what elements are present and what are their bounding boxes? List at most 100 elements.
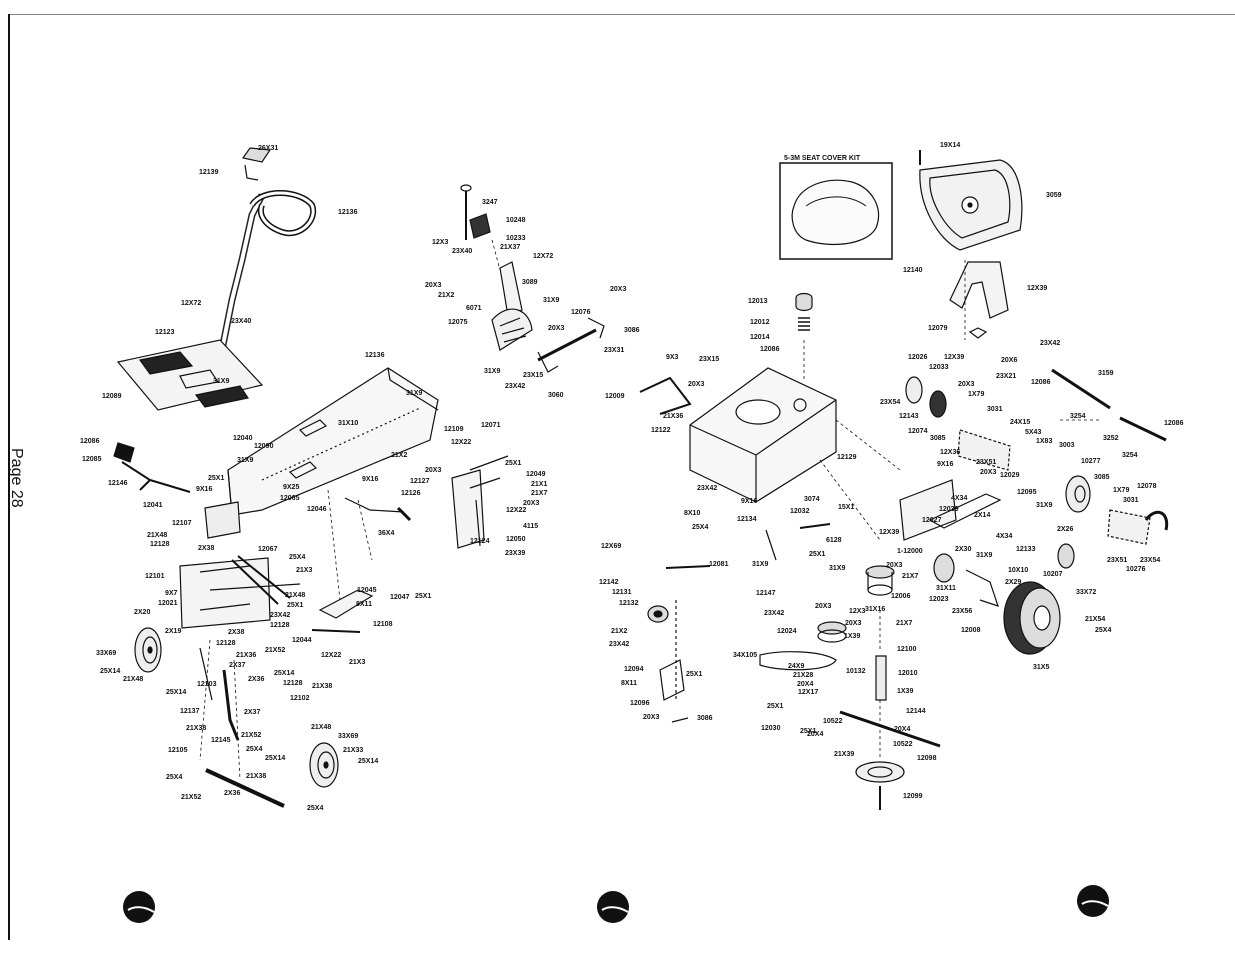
part-callout-20x3: 20X3	[425, 282, 441, 289]
part-callout-2x26: 2X26	[1057, 526, 1073, 533]
part-callout-31x5: 31X5	[1033, 664, 1049, 671]
part-callout-23x15: 23X15	[523, 372, 543, 379]
part-callout-25x14: 25X14	[166, 689, 186, 696]
part-callout-25x1: 25X1	[686, 671, 702, 678]
part-callout-12129: 12129	[837, 454, 857, 461]
part-callout-12074: 12074	[908, 428, 928, 435]
part-callout-3031: 3031	[987, 406, 1003, 413]
part-callout-10132: 10132	[846, 668, 866, 675]
part-callout-12090: 12090	[254, 443, 274, 450]
part-callout-12109: 12109	[444, 426, 464, 433]
part-callout-21x33: 21X33	[343, 747, 363, 754]
part-callout-12x22: 12X22	[321, 652, 341, 659]
part-callout-21x48: 21X48	[123, 676, 143, 683]
part-callout-12145: 12145	[211, 737, 231, 744]
rear-axle-part	[905, 368, 1169, 545]
part-callout-12136: 12136	[338, 209, 358, 216]
part-callout-12136: 12136	[365, 352, 385, 359]
right-front-wheel-part	[309, 742, 339, 788]
part-callout-20x3: 20X3	[548, 325, 564, 332]
part-callout-21x39: 21X39	[834, 751, 854, 758]
part-callout-12x39: 12X39	[879, 529, 899, 536]
part-callout-12023: 12023	[929, 596, 949, 603]
part-callout-12x72: 12X72	[181, 300, 201, 307]
part-callout-21x48: 21X48	[311, 724, 331, 731]
part-callout-12x22: 12X22	[451, 439, 471, 446]
part-callout-3247: 3247	[482, 199, 498, 206]
part-callout-20x3: 20X3	[643, 714, 659, 721]
part-callout-12085: 12085	[82, 456, 102, 463]
part-callout-25x4: 25X4	[692, 524, 708, 531]
part-callout-21x2: 21X2	[438, 292, 454, 299]
part-callout-25x4: 25X4	[289, 554, 305, 561]
part-callout-21x37: 21X37	[500, 244, 520, 251]
part-callout-20x4: 20X4	[894, 726, 910, 733]
part-callout-3003: 3003	[1059, 442, 1075, 449]
part-callout-12x22: 12X22	[506, 507, 526, 514]
part-callout-21x3: 21X3	[349, 659, 365, 666]
part-callout-3086: 3086	[697, 715, 713, 722]
part-callout-15x1: 15X1	[838, 504, 854, 511]
part-callout-2x30: 2X30	[955, 546, 971, 553]
part-callout-23x40: 23X40	[452, 248, 472, 255]
part-callout-9x16: 9X16	[362, 476, 378, 483]
part-callout-12126: 12126	[401, 490, 421, 497]
part-callout-12137: 12137	[180, 708, 200, 715]
part-callout-21x52: 21X52	[241, 732, 261, 739]
part-callout-31x11: 31X11	[936, 585, 956, 592]
part-callout-12108: 12108	[373, 621, 393, 628]
part-callout-20x3: 20X3	[958, 381, 974, 388]
part-callout-31x10: 31X10	[338, 420, 358, 427]
part-callout-3252: 3252	[1103, 435, 1119, 442]
steering-handle-part	[218, 147, 317, 351]
part-callout-25x1: 25X1	[800, 728, 816, 735]
part-callout-12142: 12142	[599, 579, 619, 586]
part-callout-20x4: 20X4	[807, 731, 823, 738]
part-callout-12105: 12105	[168, 747, 188, 754]
part-callout-10522: 10522	[823, 718, 843, 725]
part-callout-21x28: 21X28	[793, 672, 813, 679]
part-callout-3085: 3085	[1094, 474, 1110, 481]
part-callout-21x38: 21X38	[246, 773, 266, 780]
part-callout-36x4: 36X4	[378, 530, 394, 537]
part-callout-12x3: 12X3	[432, 239, 448, 246]
part-callout-8x11: 8X11	[621, 680, 637, 687]
foot-plate-part	[116, 339, 264, 411]
part-callout-9x16: 9X16	[196, 486, 212, 493]
part-callout-20x4: 20X4	[797, 681, 813, 688]
part-callout-31x9: 31X9	[406, 390, 422, 397]
part-callout-2x38: 2X38	[228, 629, 244, 636]
part-callout-12132: 12132	[619, 600, 639, 607]
part-callout-4x34: 4X34	[996, 533, 1012, 540]
part-callout-20x3: 20X3	[886, 562, 902, 569]
part-callout-10522: 10522	[893, 741, 913, 748]
part-callout-21x52: 21X52	[265, 647, 285, 654]
part-callout-23x56: 23X56	[952, 608, 972, 615]
part-callout-12026: 12026	[908, 354, 928, 361]
part-callout-12006: 12006	[891, 593, 911, 600]
part-callout-12010: 12010	[898, 670, 918, 677]
part-callout-25x1: 25X1	[415, 593, 431, 600]
part-callout-21x2: 21X2	[611, 628, 627, 635]
part-callout-2x37: 2X37	[244, 709, 260, 716]
part-callout-2x37: 2X37	[229, 662, 245, 669]
part-callout-12081: 12081	[709, 561, 729, 568]
part-callout-23x42: 23X42	[1040, 340, 1060, 347]
part-callout-23x42: 23X42	[764, 610, 784, 617]
part-callout-12086: 12086	[1164, 420, 1184, 427]
part-callout-12x17: 12X17	[798, 689, 818, 696]
part-callout-1x39: 1X39	[844, 633, 860, 640]
part-callout-3074: 3074	[804, 496, 820, 503]
seat-kit-title: 5-3M SEAT COVER KIT	[784, 155, 861, 162]
part-callout-23x21: 23X21	[996, 373, 1016, 380]
part-callout-12076: 12076	[571, 309, 591, 316]
part-callout-9x3: 9X3	[666, 354, 679, 361]
part-callout-25x4: 25X4	[246, 746, 262, 753]
part-callout-12107: 12107	[172, 520, 192, 527]
part-callout-2x38: 2X38	[198, 545, 214, 552]
part-callout-12128: 12128	[270, 622, 290, 629]
part-callout-23x40: 23X40	[231, 318, 251, 325]
part-callout-2x20: 2X20	[134, 609, 150, 616]
